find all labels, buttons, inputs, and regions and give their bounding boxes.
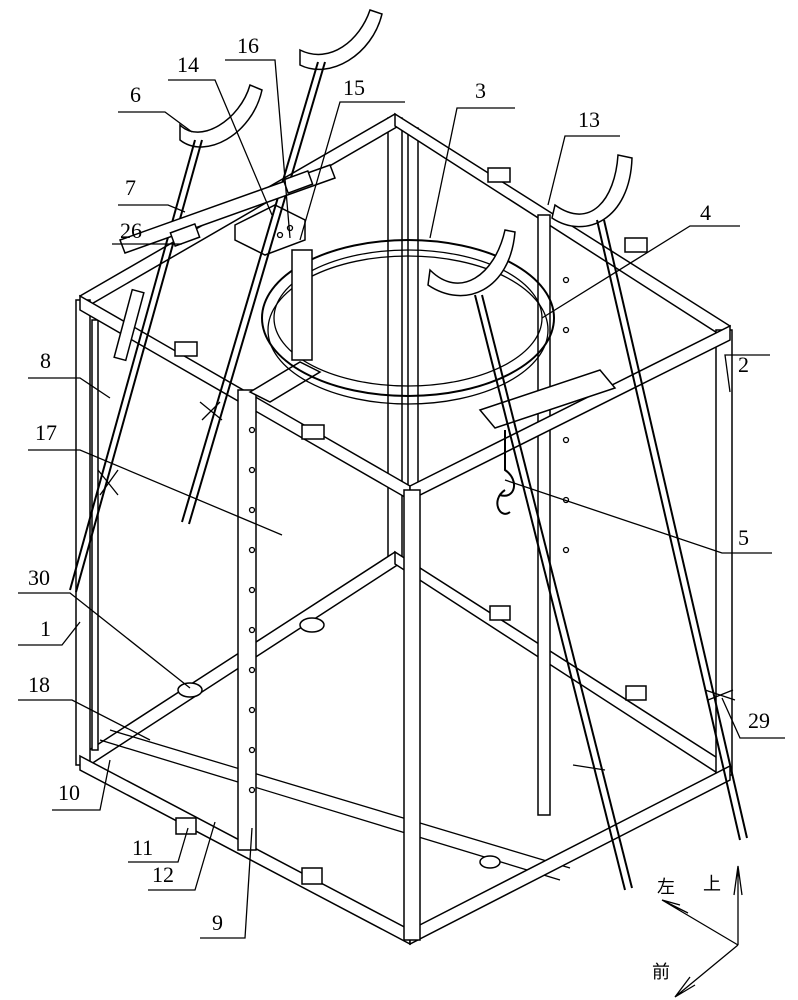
label-16: 16 <box>237 33 259 58</box>
direction-up-label: 上 <box>703 874 721 895</box>
label-2: 2 <box>738 352 749 377</box>
bottom-rail-back-right <box>395 552 730 776</box>
label-29: 29 <box>748 708 770 733</box>
label-18: 18 <box>28 672 50 697</box>
slider-block <box>625 238 647 252</box>
adjustable-post <box>238 390 256 850</box>
slider-block <box>488 168 510 182</box>
collar <box>283 171 312 193</box>
up-arrow-icon <box>734 866 742 945</box>
label-14: 14 <box>177 52 199 77</box>
label-3: 3 <box>475 78 486 103</box>
crutch-top <box>552 155 632 227</box>
direction-front-label: 前 <box>652 962 670 983</box>
slider-block <box>490 606 510 620</box>
left-arrow-icon <box>662 900 738 945</box>
caster <box>300 618 324 632</box>
top-rail-front-right <box>410 326 730 500</box>
label-9: 9 <box>212 910 223 935</box>
crutch-top <box>300 10 382 69</box>
label-8: 8 <box>40 348 51 373</box>
direction-indicator: 左 上 前 <box>652 866 742 997</box>
ring-hanger <box>292 250 312 360</box>
front-post <box>404 490 420 940</box>
label-30: 30 <box>28 565 50 590</box>
label-1: 1 <box>40 616 51 641</box>
slider-block <box>175 342 197 356</box>
label-7: 7 <box>125 175 136 200</box>
label-11: 11 <box>132 835 153 860</box>
front-arrow-icon <box>675 945 738 997</box>
label-15: 15 <box>343 75 365 100</box>
label-5: 5 <box>738 525 749 550</box>
caster <box>178 683 202 697</box>
left-post <box>76 300 90 765</box>
crutch-top <box>428 230 515 296</box>
label-10: 10 <box>58 780 80 805</box>
label-4: 4 <box>700 200 711 225</box>
slider-block <box>302 425 324 439</box>
slider-block <box>176 818 196 834</box>
slider-block <box>302 868 322 884</box>
direction-left-label: 左 <box>657 877 675 898</box>
label-13: 13 <box>578 107 600 132</box>
label-17: 17 <box>35 420 57 445</box>
wing-nut <box>200 402 222 420</box>
caster <box>480 856 500 868</box>
bottom-rail-front-right <box>410 766 730 944</box>
slider-block <box>626 686 646 700</box>
label-12: 12 <box>152 862 174 887</box>
label-26: 26 <box>120 218 142 243</box>
label-6: 6 <box>130 82 141 107</box>
